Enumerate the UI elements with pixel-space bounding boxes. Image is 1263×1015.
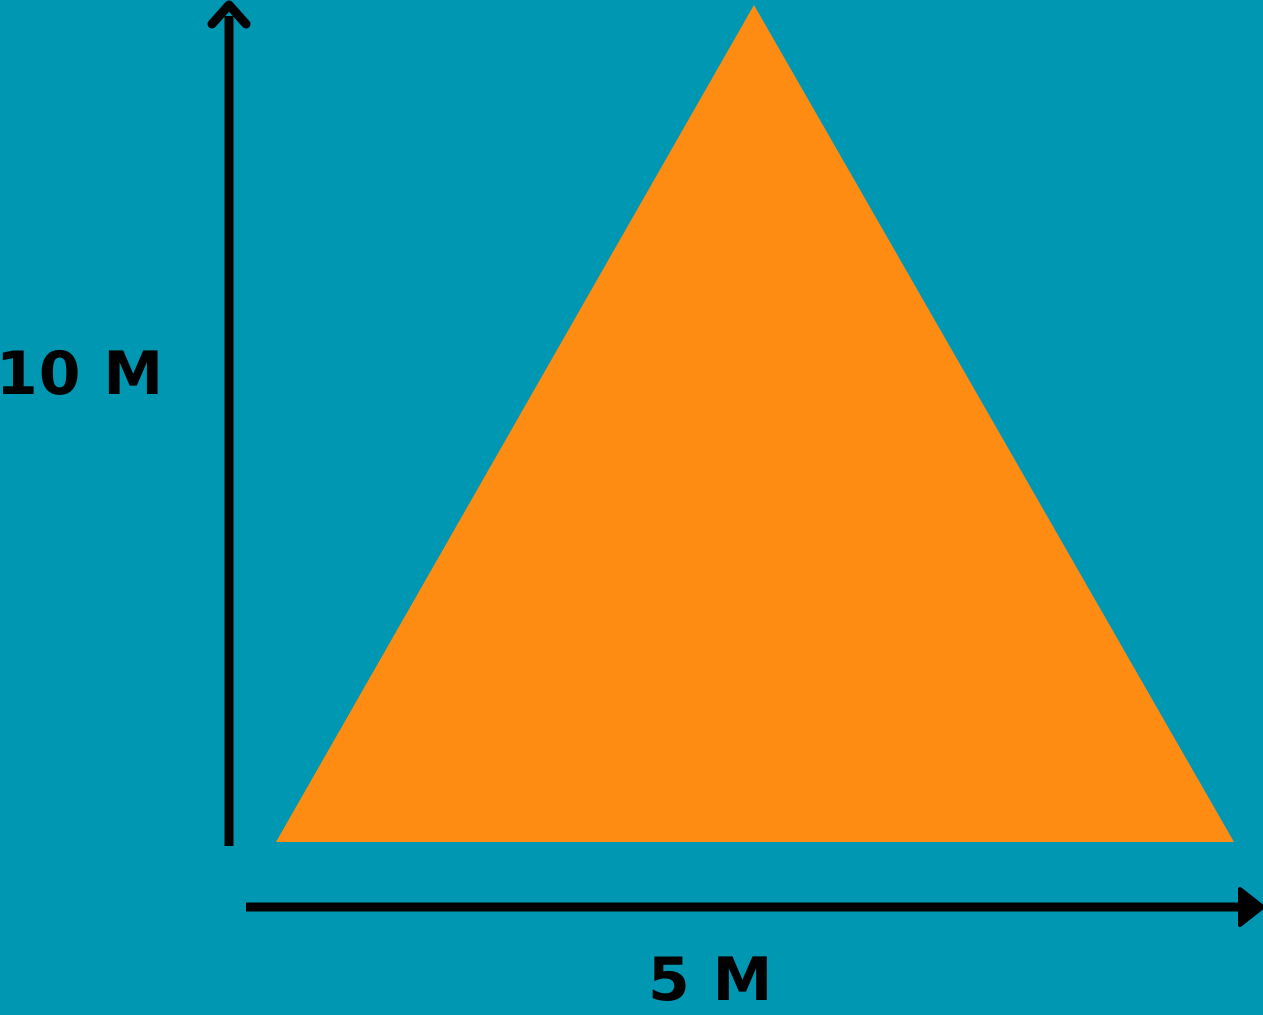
- base-arrow: [246, 887, 1263, 927]
- height-arrowhead-icon: [207, 0, 251, 29]
- height-arrow: [207, 0, 251, 846]
- base-arrowhead-icon: [1238, 887, 1263, 927]
- base-label: 5 M: [648, 945, 774, 1015]
- height-label: 10 M: [0, 339, 165, 409]
- triangle-shape: [276, 5, 1234, 842]
